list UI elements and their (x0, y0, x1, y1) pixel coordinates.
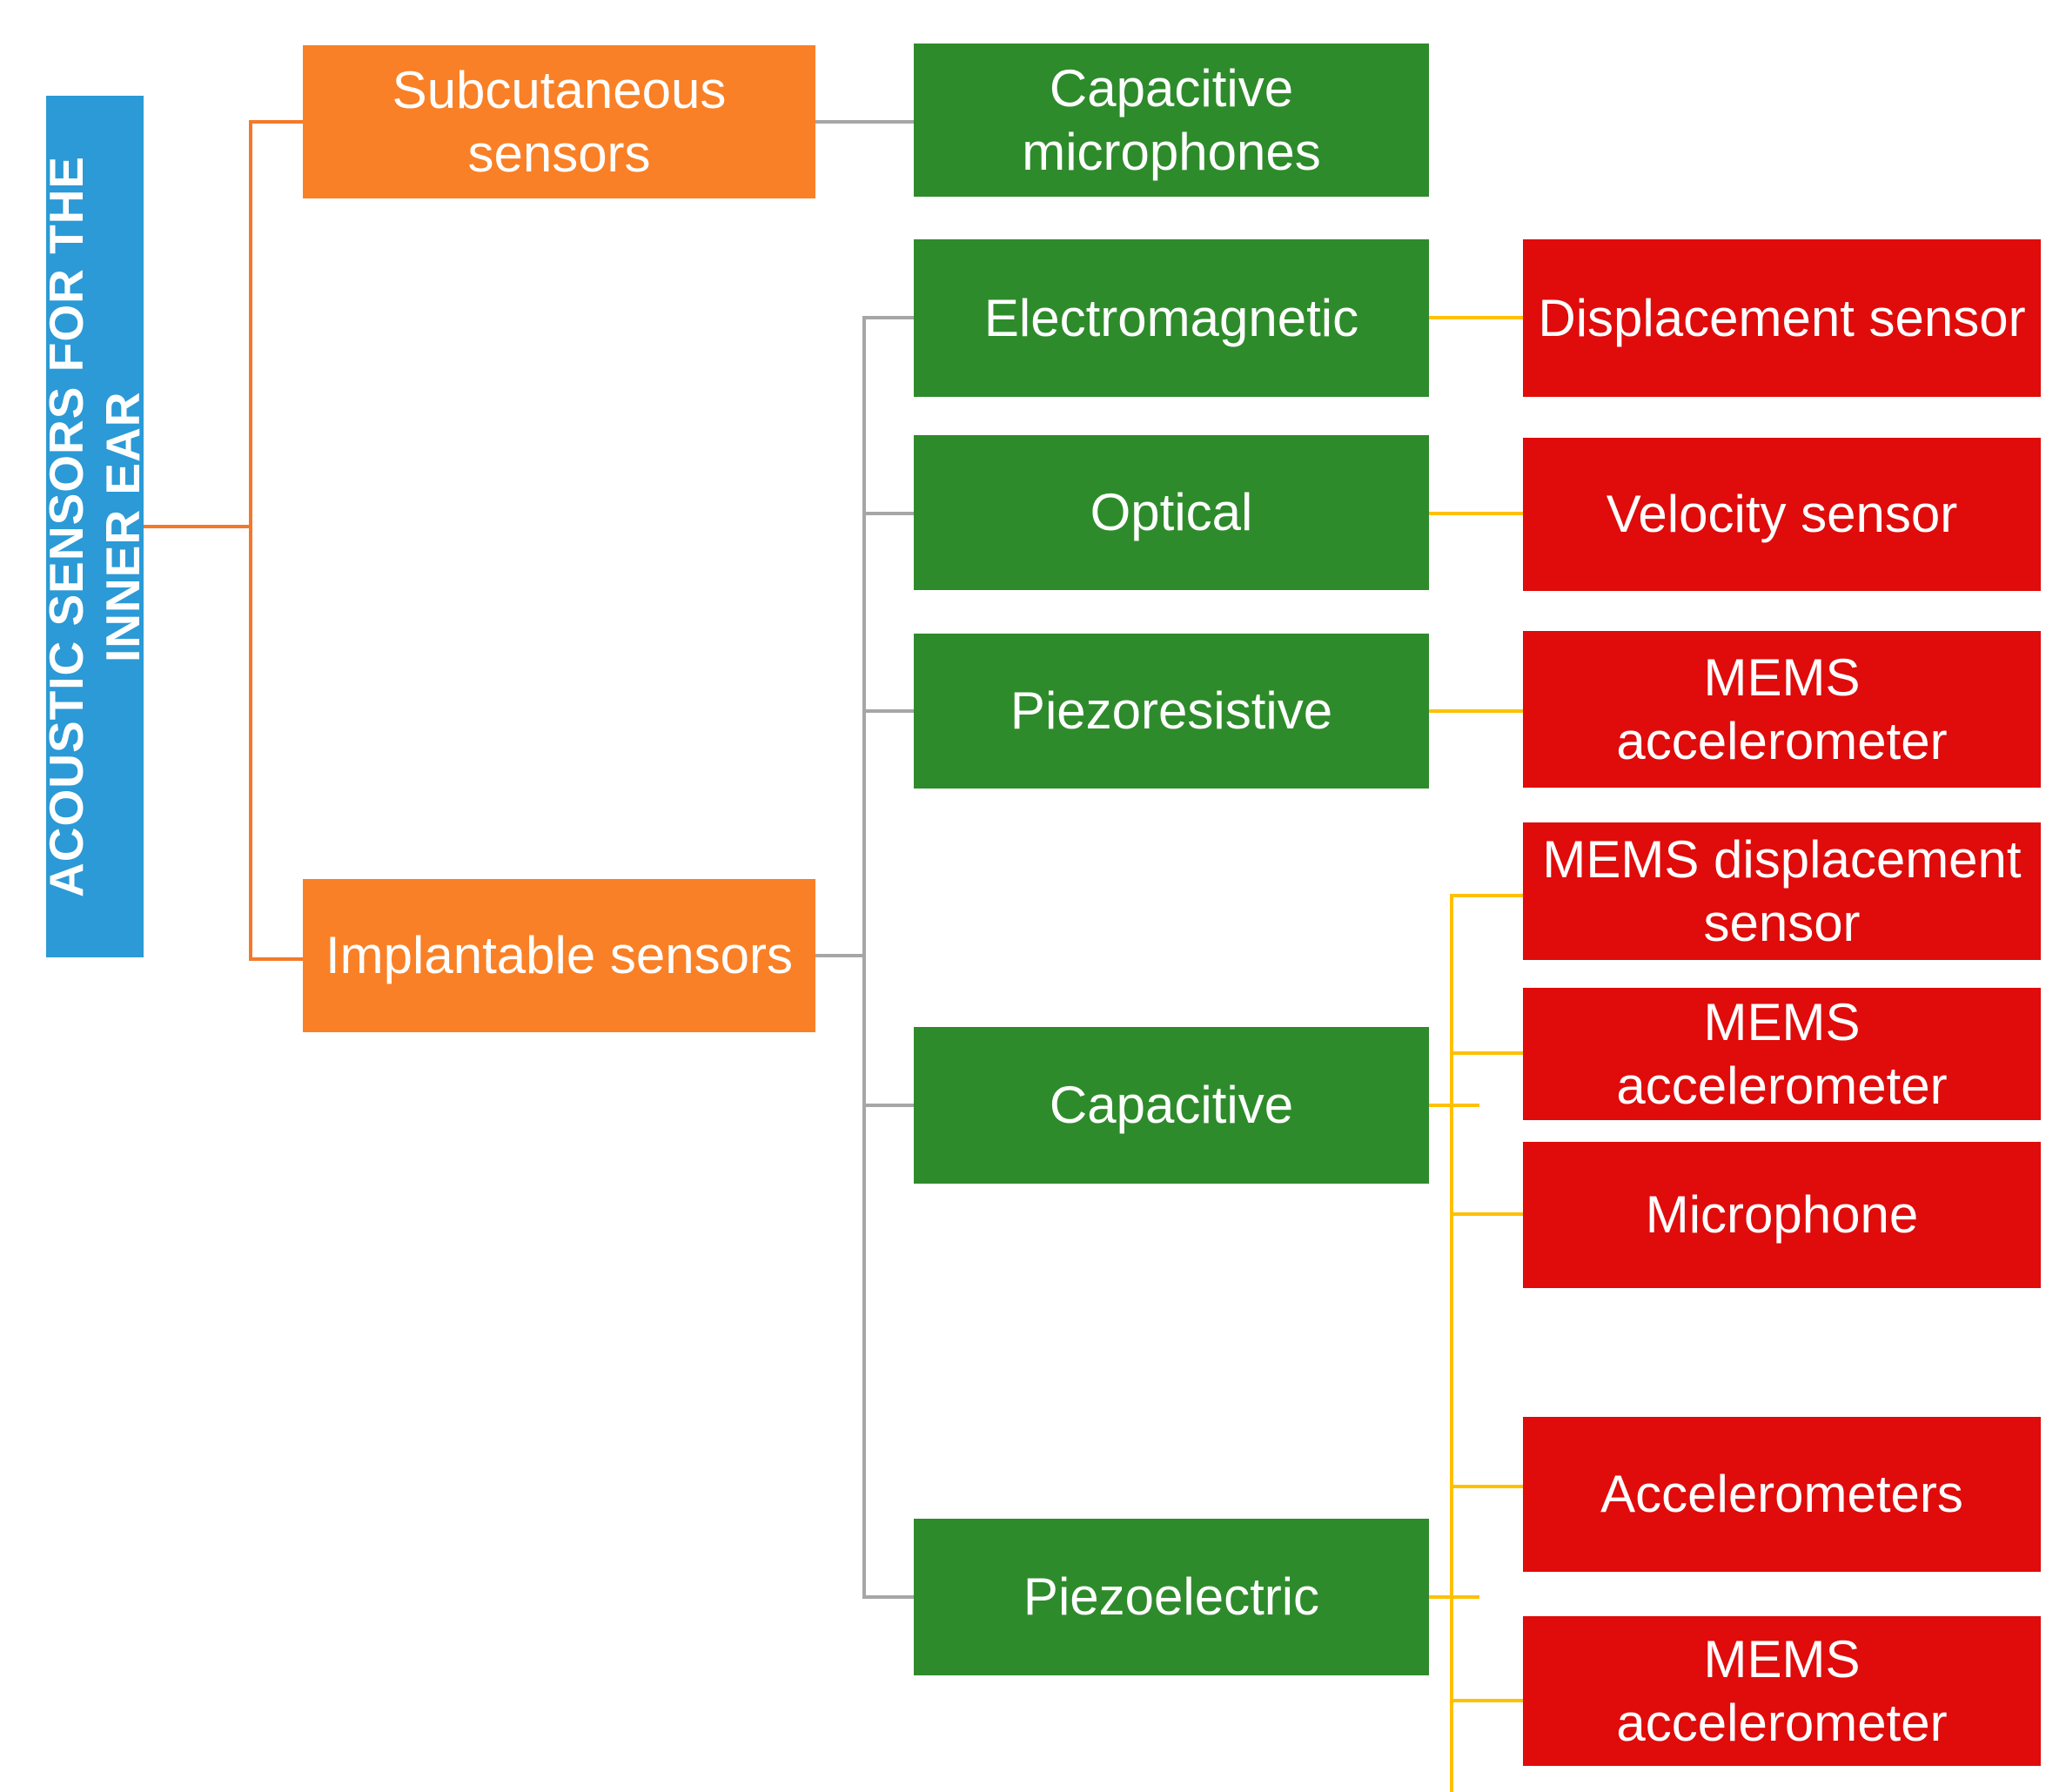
root-node-acoustic-sensors[interactable]: ACOUSTIC SENSORS FOR THE INNER EAR (39, 96, 150, 957)
node-mems-displacement-sensor[interactable]: MEMS displacement sensor (1523, 822, 2041, 960)
connector-optical-to-velocity-sensor (1429, 512, 1523, 515)
connector-piezoresistive-to-mems-accelerometer (1429, 709, 1523, 713)
node-piezoelectric[interactable]: Piezoelectric (914, 1519, 1429, 1675)
connector-implantable-to-piezoresistive (862, 709, 916, 713)
connector-root-to-subcutaneous (249, 120, 305, 124)
node-subcutaneous-sensors[interactable]: Subcutaneous sensors (303, 45, 815, 198)
connector-root-stub (144, 525, 252, 528)
connector-implantable-to-electromagnetic (862, 316, 916, 319)
node-capacitive-microphones[interactable]: Capacitive microphones (914, 44, 1429, 197)
connector-root-trunk (249, 120, 252, 961)
connector-implantable-to-optical (862, 512, 916, 515)
connector-implantable-to-piezoelectric (862, 1595, 916, 1599)
connector-piezoelectric-to-mems-accelerometer (1450, 1699, 1525, 1702)
connector-electromagnetic-to-displacement-sensor (1429, 316, 1523, 319)
connector-capacitive-trunk-fix (1450, 894, 1453, 1216)
node-mems-accelerometer-piezoelectric[interactable]: MEMS accelerometer (1523, 1616, 2041, 1766)
node-optical[interactable]: Optical (914, 435, 1429, 590)
node-capacitive[interactable]: Capacitive (914, 1027, 1429, 1184)
node-displacement-sensor[interactable]: Displacement sensor (1523, 239, 2041, 397)
connector-capacitive-to-mems-displacement-sensor (1450, 894, 1525, 897)
connector-capacitive-to-microphone (1450, 1212, 1525, 1216)
connector-subcutaneous-to-capacitive-microphones (815, 120, 916, 124)
node-mems-accelerometer-piezoresistive[interactable]: MEMS accelerometer (1523, 631, 2041, 788)
node-implantable-sensors[interactable]: Implantable sensors (303, 879, 815, 1032)
connector-piezoelectric-to-accelerometers (1450, 1485, 1525, 1488)
node-velocity-sensor[interactable]: Velocity sensor (1523, 438, 2041, 591)
node-piezoresistive[interactable]: Piezoresistive (914, 634, 1429, 789)
node-accelerometers[interactable]: Accelerometers (1523, 1417, 2041, 1572)
connector-implantable-stub (815, 954, 866, 957)
connector-capacitive-trunk (1450, 894, 1453, 1792)
node-mems-accelerometer-capacitive[interactable]: MEMS accelerometer (1523, 988, 2041, 1120)
connector-implantable-to-capacitive (862, 1104, 916, 1107)
connector-piezoelectric-stub (1429, 1595, 1479, 1599)
connector-root-to-implantable (249, 957, 305, 961)
connector-capacitive-stub (1429, 1104, 1479, 1107)
connector-piezoelectric-trunk (1450, 1485, 1453, 1702)
node-electromagnetic[interactable]: Electromagnetic (914, 239, 1429, 397)
connector-capacitive-to-mems-accelerometer (1450, 1051, 1525, 1055)
connector-implantable-trunk (862, 316, 866, 1597)
node-microphone[interactable]: Microphone (1523, 1142, 2041, 1288)
